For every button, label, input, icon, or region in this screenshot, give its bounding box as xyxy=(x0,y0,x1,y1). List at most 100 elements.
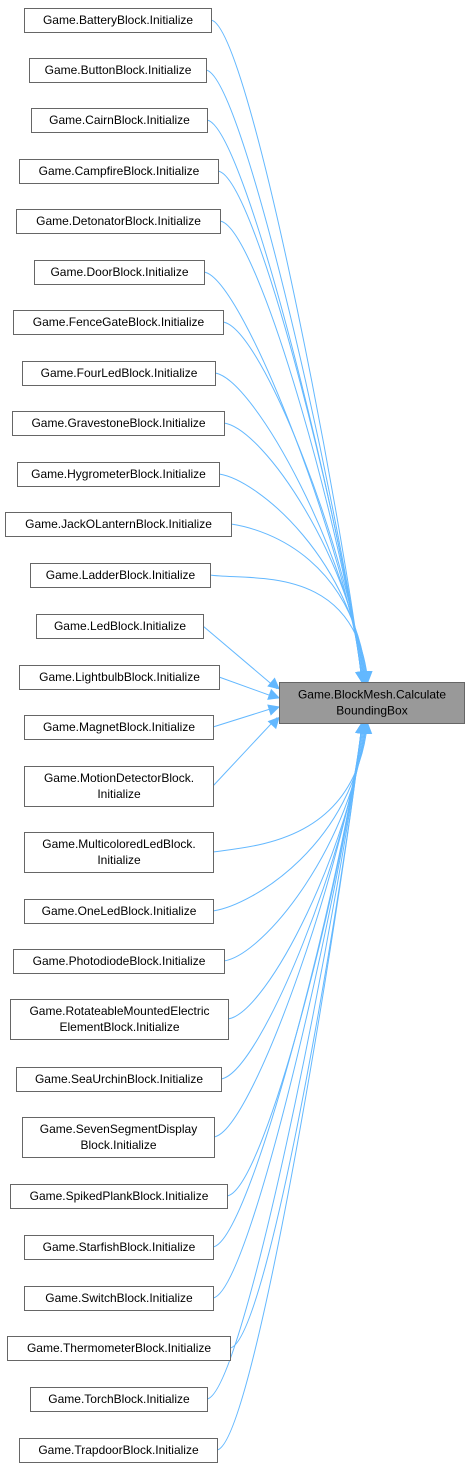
target-node-label: Game.BlockMesh.Calculate xyxy=(298,688,446,702)
caller-node-box xyxy=(24,715,214,740)
arrowhead xyxy=(267,716,280,730)
caller-node-label: Game.FourLedBlock.Initialize xyxy=(41,366,198,380)
caller-node[interactable]: Game.MulticoloredLedBlock. Initialize xyxy=(24,832,214,873)
caller-node[interactable]: Game.LedBlock.Initialize xyxy=(36,614,204,639)
caller-node[interactable]: Game.TrapdoorBlock.Initialize xyxy=(19,1438,218,1463)
caller-node-label: Game.BatteryBlock.Initialize xyxy=(43,13,193,27)
caller-node-box xyxy=(10,999,229,1040)
caller-node-label: Block.Initialize xyxy=(80,1138,156,1152)
call-edge xyxy=(214,372,366,683)
call-edge xyxy=(202,625,278,690)
caller-node[interactable]: Game.DetonatorBlock.Initialize xyxy=(16,209,221,234)
caller-node-label: Game.ThermometerBlock.Initialize xyxy=(27,1341,211,1355)
caller-node-label: Game.JackOLanternBlock.Initialize xyxy=(25,517,212,531)
caller-node[interactable]: Game.CairnBlock.Initialize xyxy=(31,108,208,133)
caller-node-label: Game.CairnBlock.Initialize xyxy=(49,113,190,127)
call-edge xyxy=(209,574,369,683)
caller-node-label: Game.HygrometerBlock.Initialize xyxy=(31,467,206,481)
caller-node-label: Game.DoorBlock.Initialize xyxy=(50,265,188,279)
caller-node-box xyxy=(34,260,205,285)
caller-node-box xyxy=(16,1067,222,1092)
caller-node-label: Game.SpikedPlankBlock.Initialize xyxy=(30,1189,209,1203)
caller-node[interactable]: Game.SeaUrchinBlock.Initialize xyxy=(16,1067,222,1092)
caller-node[interactable]: Game.MotionDetectorBlock.Initialize xyxy=(24,766,214,807)
caller-node[interactable]: Game.ButtonBlock.Initialize xyxy=(29,58,207,83)
caller-node-label: Game.DetonatorBlock.Initialize xyxy=(36,214,201,228)
caller-node-box xyxy=(7,1336,231,1361)
call-edge xyxy=(205,69,363,683)
caller-node-label: Initialize xyxy=(97,853,141,867)
caller-node[interactable]: Game.BatteryBlock.Initialize xyxy=(24,8,212,33)
caller-node[interactable]: Game.GravestoneBlock.Initialize xyxy=(12,411,225,436)
caller-node-label: Game.MagnetBlock.Initialize xyxy=(43,720,195,734)
caller-node-label: Game.SevenSegmentDisplay xyxy=(40,1122,197,1136)
edges-layer xyxy=(202,19,373,1451)
caller-node[interactable]: Game.SpikedPlankBlock.Initialize xyxy=(10,1184,228,1209)
caller-node-box xyxy=(19,1438,218,1463)
caller-node[interactable]: Game.DoorBlock.Initialize xyxy=(34,260,205,285)
arrowhead xyxy=(267,677,280,690)
caller-node-label: Game.SwitchBlock.Initialize xyxy=(45,1291,193,1305)
call-edge xyxy=(212,722,363,1299)
caller-node[interactable]: Game.OneLedBlock.Initialize xyxy=(24,899,214,924)
caller-node-box xyxy=(5,512,232,537)
caller-node[interactable]: Game.CampfireBlock.Initialize xyxy=(19,159,219,184)
caller-node-label: Game.StarfishBlock.Initialize xyxy=(43,1240,196,1254)
caller-node-box xyxy=(10,1184,228,1209)
caller-node-label: Game.CampfireBlock.Initialize xyxy=(39,164,200,178)
caller-node-box xyxy=(31,108,208,133)
caller-node-label: Game.SeaUrchinBlock.Initialize xyxy=(35,1072,203,1086)
caller-node[interactable]: Game.SwitchBlock.Initialize xyxy=(24,1286,214,1311)
caller-node-label: Game.LadderBlock.Initialize xyxy=(46,568,196,582)
caller-node-label: Game.PhotodiodeBlock.Initialize xyxy=(33,954,206,968)
caller-node[interactable]: Game.HygrometerBlock.Initialize xyxy=(17,462,220,487)
caller-node-box xyxy=(19,159,219,184)
caller-node[interactable]: Game.FourLedBlock.Initialize xyxy=(22,361,216,386)
call-edge xyxy=(212,717,278,787)
caller-node-box xyxy=(12,411,225,436)
call-edge xyxy=(210,19,363,683)
caller-node[interactable]: Game.TorchBlock.Initialize xyxy=(30,1387,208,1412)
caller-node-label: Game.FenceGateBlock.Initialize xyxy=(33,315,205,329)
caller-node-box xyxy=(24,766,214,807)
arrowhead xyxy=(355,721,367,735)
caller-node[interactable]: Game.LightbulbBlock.Initialize xyxy=(19,665,220,690)
caller-node-label: Game.MotionDetectorBlock. xyxy=(44,771,194,785)
call-edge xyxy=(227,722,366,1020)
caller-node-label: Game.TrapdoorBlock.Initialize xyxy=(38,1443,199,1457)
caller-node-box xyxy=(24,899,214,924)
caller-node-box xyxy=(17,462,220,487)
caller-node[interactable]: Game.MagnetBlock.Initialize xyxy=(24,715,214,740)
caller-node-label: Game.OneLedBlock.Initialize xyxy=(42,904,197,918)
caller-node-label: Game.LedBlock.Initialize xyxy=(54,619,186,633)
caller-node[interactable]: Game.FenceGateBlock.Initialize xyxy=(13,310,224,335)
arrowhead xyxy=(361,670,373,684)
caller-node[interactable]: Game.StarfishBlock.Initialize xyxy=(24,1235,214,1260)
caller-node-label: Game.LightbulbBlock.Initialize xyxy=(39,670,200,684)
caller-node-label: ElementBlock.Initialize xyxy=(59,1020,179,1034)
caller-node[interactable]: Game.PhotodiodeBlock.Initialize xyxy=(13,949,225,974)
call-edge xyxy=(218,676,278,699)
caller-node-box xyxy=(36,614,204,639)
caller-node[interactable]: Game.ThermometerBlock.Initialize xyxy=(7,1336,231,1361)
caller-node-box xyxy=(19,665,220,690)
caller-node-box xyxy=(22,361,216,386)
caller-node-box xyxy=(13,949,225,974)
caller-node[interactable]: Game.JackOLanternBlock.Initialize xyxy=(5,512,232,537)
caller-node-label: Game.GravestoneBlock.Initialize xyxy=(31,416,205,430)
arrowhead xyxy=(267,688,281,700)
target-node-box xyxy=(279,682,465,724)
caller-node-box xyxy=(24,8,212,33)
caller-node[interactable]: Game.RotateableMountedElectricElementBlo… xyxy=(10,999,229,1040)
call-edge xyxy=(222,321,365,683)
arrowhead xyxy=(267,704,281,716)
call-edge xyxy=(213,722,364,1138)
caller-node-box xyxy=(16,209,221,234)
caller-node-label: Game.ButtonBlock.Initialize xyxy=(45,63,192,77)
call-edge xyxy=(212,706,278,728)
caller-node-label: Game.MulticoloredLedBlock. xyxy=(42,837,195,851)
caller-node[interactable]: Game.LadderBlock.Initialize xyxy=(30,563,211,588)
